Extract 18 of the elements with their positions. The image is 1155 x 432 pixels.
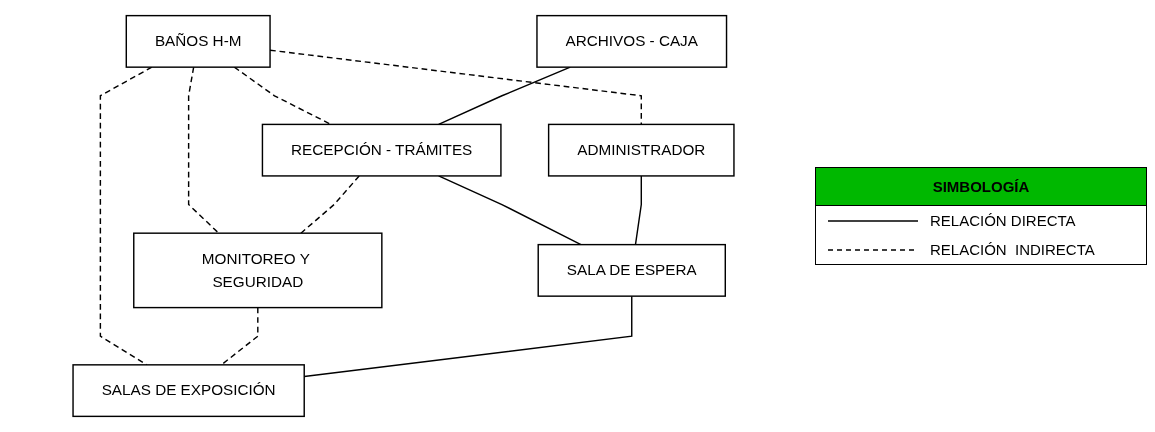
connector xyxy=(300,175,360,234)
node-box: ADMINISTRADOR xyxy=(547,123,735,177)
connector xyxy=(99,66,153,366)
node-box: RECEPCIÓN - TRÁMITES xyxy=(261,123,502,177)
connector xyxy=(437,175,582,246)
legend-header: SIMBOLOGÍA xyxy=(816,168,1146,206)
connector xyxy=(220,306,259,366)
node-box: MONITOREO Y SEGURIDAD xyxy=(133,232,383,309)
legend-text: RELACIÓN DIRECTA xyxy=(930,212,1076,229)
node-box: SALAS DE EXPOSICIÓN xyxy=(72,364,305,418)
connector xyxy=(437,66,571,126)
node-box: SALA DE ESPERA xyxy=(537,243,726,297)
connector xyxy=(634,175,642,246)
legend-text: RELACIÓN INDIRECTA xyxy=(930,241,1095,258)
node-box: BAÑOS H-M xyxy=(125,14,271,68)
connector xyxy=(187,66,220,234)
connector xyxy=(233,66,332,126)
node-box: ARCHIVOS - CAJA xyxy=(536,14,728,68)
